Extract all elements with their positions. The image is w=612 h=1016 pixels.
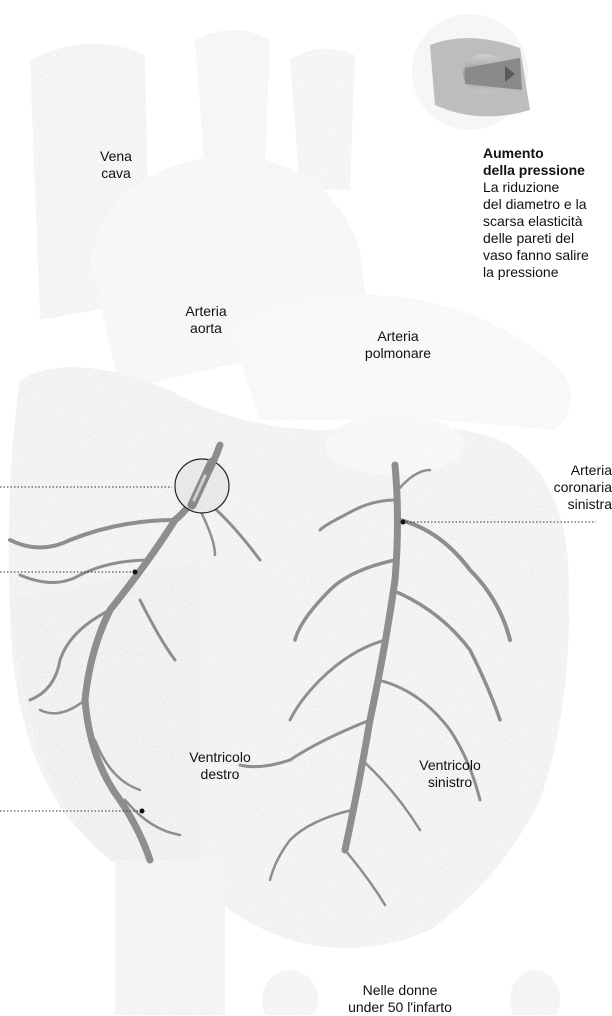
label-coronaria-line: sinistra (520, 496, 612, 513)
label-aorta-line: Arteria (166, 303, 246, 320)
footer-text: Nelle donne under 50 l'infarto (330, 982, 470, 1016)
aortic-branch-vessel (290, 49, 355, 190)
label-ventricolo-destro: Ventricolo destro (170, 749, 270, 783)
pulmonary-artery (230, 294, 571, 430)
lower-vessel-bump (510, 970, 560, 1015)
label-vena-cava-line: cava (86, 165, 146, 182)
footer-line: Nelle donne (330, 982, 470, 999)
label-arteria-polmonare: Arteria polmonare (348, 328, 448, 362)
callout-body-line: delle pareti del (483, 230, 611, 247)
lower-vessel-bump (262, 970, 318, 1015)
label-aorta-line: aorta (166, 320, 246, 337)
label-coronaria-line: Arteria (520, 462, 612, 479)
callout-aumento-pressione: Aumento della pressione La riduzione del… (483, 145, 611, 281)
label-polmonare-line: polmonare (348, 345, 448, 362)
callout-body-line: scarsa elasticità (483, 213, 611, 230)
label-polmonare-line: Arteria (348, 328, 448, 345)
label-vsinistro-line: Ventricolo (400, 757, 500, 774)
lower-vessel (115, 860, 225, 1015)
aortic-branch-vessel (195, 30, 270, 175)
label-vena-cava-line: Vena (86, 148, 146, 165)
callout-body-line: del diametro e la (483, 196, 611, 213)
label-arteria-coronaria-sinistra: Arteria coronaria sinistra (520, 462, 612, 513)
label-vdestro-line: Ventricolo (170, 749, 270, 766)
label-vsinistro-line: sinistro (400, 774, 500, 791)
callout-title-line: della pressione (483, 162, 611, 179)
callout-title-line: Aumento (483, 145, 611, 162)
label-coronaria-line: coronaria (520, 479, 612, 496)
footer-line: under 50 l'infarto (330, 999, 470, 1016)
label-ventricolo-sinistro: Ventricolo sinistro (400, 757, 500, 791)
label-vdestro-line: destro (170, 766, 270, 783)
callout-body-line: la pressione (483, 264, 611, 281)
callout-body-line: vaso fanno salire (483, 247, 611, 264)
label-arteria-aorta: Arteria aorta (166, 303, 246, 337)
vessel-cross-section-inset (412, 14, 530, 130)
callout-body-line: La riduzione (483, 179, 611, 196)
plaque-zoom-marker (175, 459, 229, 513)
label-vena-cava: Vena cava (86, 148, 146, 182)
